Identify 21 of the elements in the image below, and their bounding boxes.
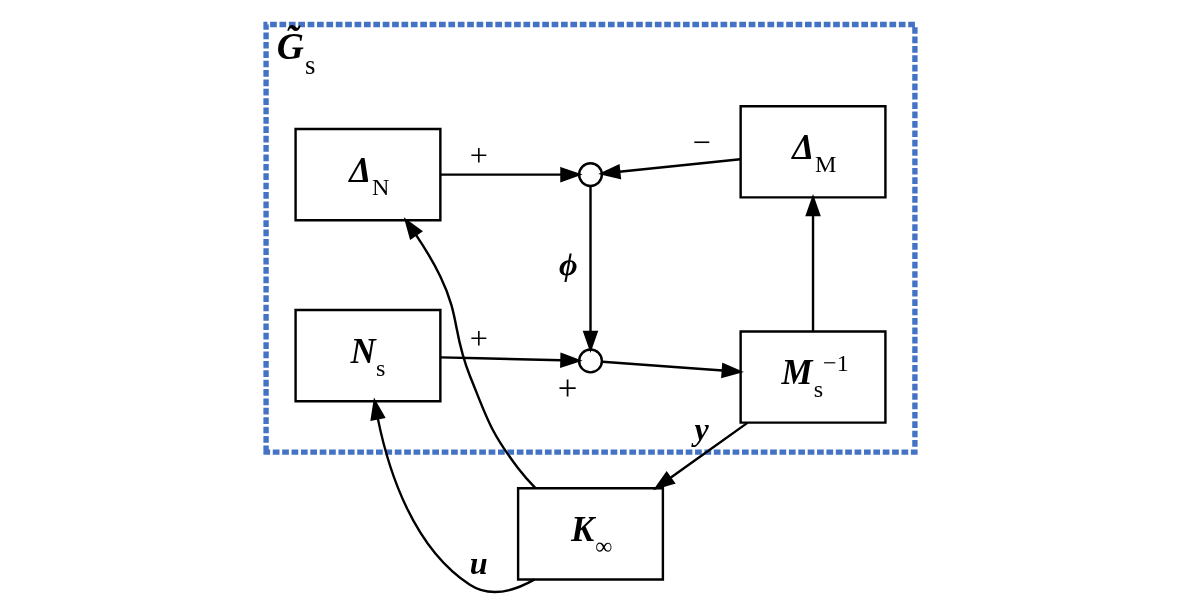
edge-label: u — [469, 545, 488, 582]
node-label: + — [557, 369, 578, 409]
node-circle — [577, 348, 604, 374]
arrow — [440, 352, 583, 369]
arrow — [370, 397, 535, 594]
node-box: Δ$_{M}$ — [739, 105, 887, 199]
arrow — [653, 421, 749, 491]
node-circle — [577, 162, 604, 188]
node-box: Δ$_{N}$ — [294, 127, 442, 222]
arrow — [403, 217, 537, 489]
arrow — [602, 360, 744, 379]
edge-label: + — [469, 320, 488, 357]
edge-label: ϕ — [559, 245, 578, 282]
node-box: K$_{∞}$ — [516, 487, 665, 581]
arrow — [805, 194, 821, 332]
arrow — [440, 166, 583, 183]
edge-label: − — [692, 124, 711, 161]
edge-label: + — [469, 136, 488, 173]
node-box: N$_{s}$ — [294, 308, 442, 403]
arrow — [582, 186, 599, 353]
arrow — [598, 158, 741, 180]
